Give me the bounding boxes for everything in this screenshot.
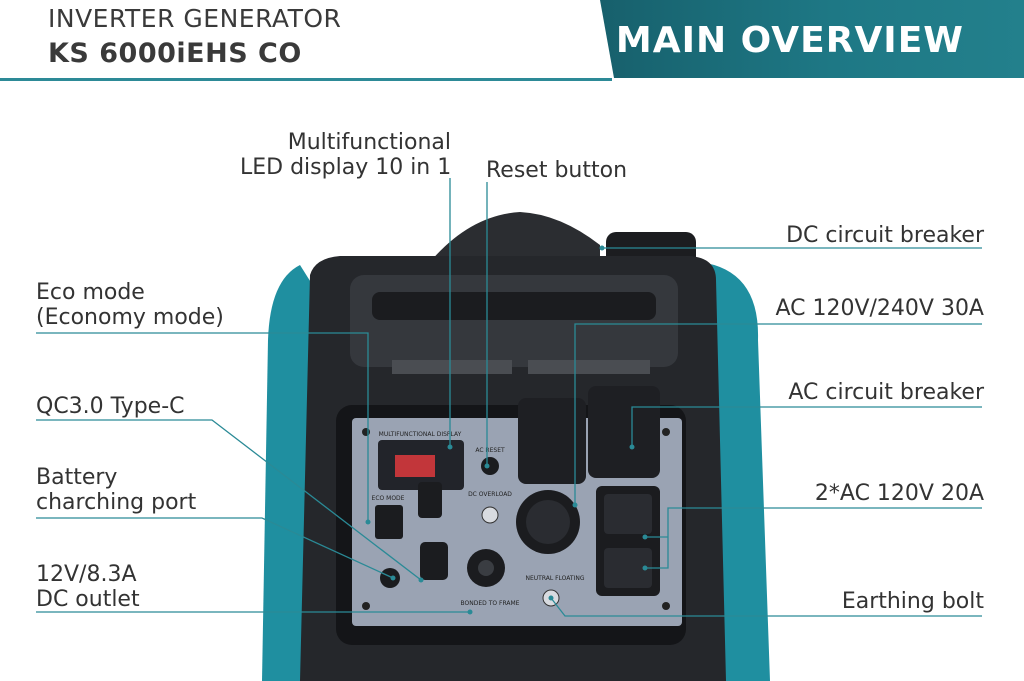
eco-mode-switch[interactable]: [375, 505, 403, 539]
dc-outlet-inner: [478, 560, 494, 576]
banner-title: MAIN OVERVIEW: [615, 20, 964, 61]
handle-grip: [372, 292, 656, 320]
product-model: KS 6000iEHS CO: [48, 38, 302, 69]
line-ac-20a: [645, 507, 982, 569]
label-reset-button: Reset button: [486, 158, 628, 183]
line-battery-port: [36, 517, 394, 579]
ac-breaker-cover: [588, 386, 660, 478]
panel-bonded: BONDED TO FRAME: [461, 600, 520, 607]
label-ac-30a: AC 120V/240V 30A: [775, 296, 984, 321]
line-ac-30a: [574, 323, 982, 505]
panel-dc-overload: DC OVERLOAD: [468, 491, 512, 498]
line-ac-breaker: [631, 406, 982, 447]
title-banner: MAIN OVERVIEW: [600, 0, 1024, 78]
qc-typec-port[interactable]: [420, 542, 448, 580]
label-qc-typec: QC3.0 Type-C: [36, 394, 185, 419]
panel-neutral: NEUTRAL FLOATING: [525, 575, 584, 582]
ac-30a-cover: [518, 398, 586, 484]
led-display-screen: [395, 455, 435, 477]
line-earthing-bolt: [550, 597, 982, 617]
header-bar: INVERTER GENERATOR KS 6000iEHS CO: [0, 0, 612, 81]
fuel-cap-housing: [430, 212, 600, 265]
ac-20a-outlet-1[interactable]: [604, 494, 652, 534]
product-category: INVERTER GENERATOR: [48, 4, 342, 33]
reset-button[interactable]: [481, 457, 499, 475]
label-ac-breaker: AC circuit breaker: [788, 380, 984, 405]
battery-charging-port[interactable]: [380, 568, 400, 588]
label-dc-breaker: DC circuit breaker: [786, 223, 984, 248]
warning-sticker-left: [392, 360, 512, 374]
panel-display-title: MULTIFUNCTIONAL DISPLAY: [379, 431, 462, 438]
usb-cover: [418, 482, 442, 518]
label-earthing-bolt: Earthing bolt: [841, 589, 984, 614]
panel-eco-mode: ECO MODE: [372, 495, 405, 502]
line-qc-typec: [36, 419, 422, 581]
carry-handle: [350, 275, 678, 367]
label-led-display: Multifunctional LED display 10 in 1: [240, 130, 452, 180]
label-battery-port: Battery charching port: [36, 465, 197, 515]
panel-ac-reset: AC RESET: [475, 447, 505, 454]
callout-lines: [36, 178, 982, 617]
label-eco-mode: Eco mode (Economy mode): [36, 280, 224, 330]
dc-breaker-button[interactable]: [481, 506, 499, 524]
label-ac-20a: 2*AC 120V 20A: [814, 481, 984, 506]
warning-sticker-right: [528, 360, 650, 374]
ac-30a-face: [526, 500, 570, 544]
label-dc-outlet: 12V/8.3A DC outlet: [36, 562, 140, 612]
line-eco-mode: [36, 332, 369, 522]
ac-20a-outlet-2[interactable]: [604, 548, 652, 588]
